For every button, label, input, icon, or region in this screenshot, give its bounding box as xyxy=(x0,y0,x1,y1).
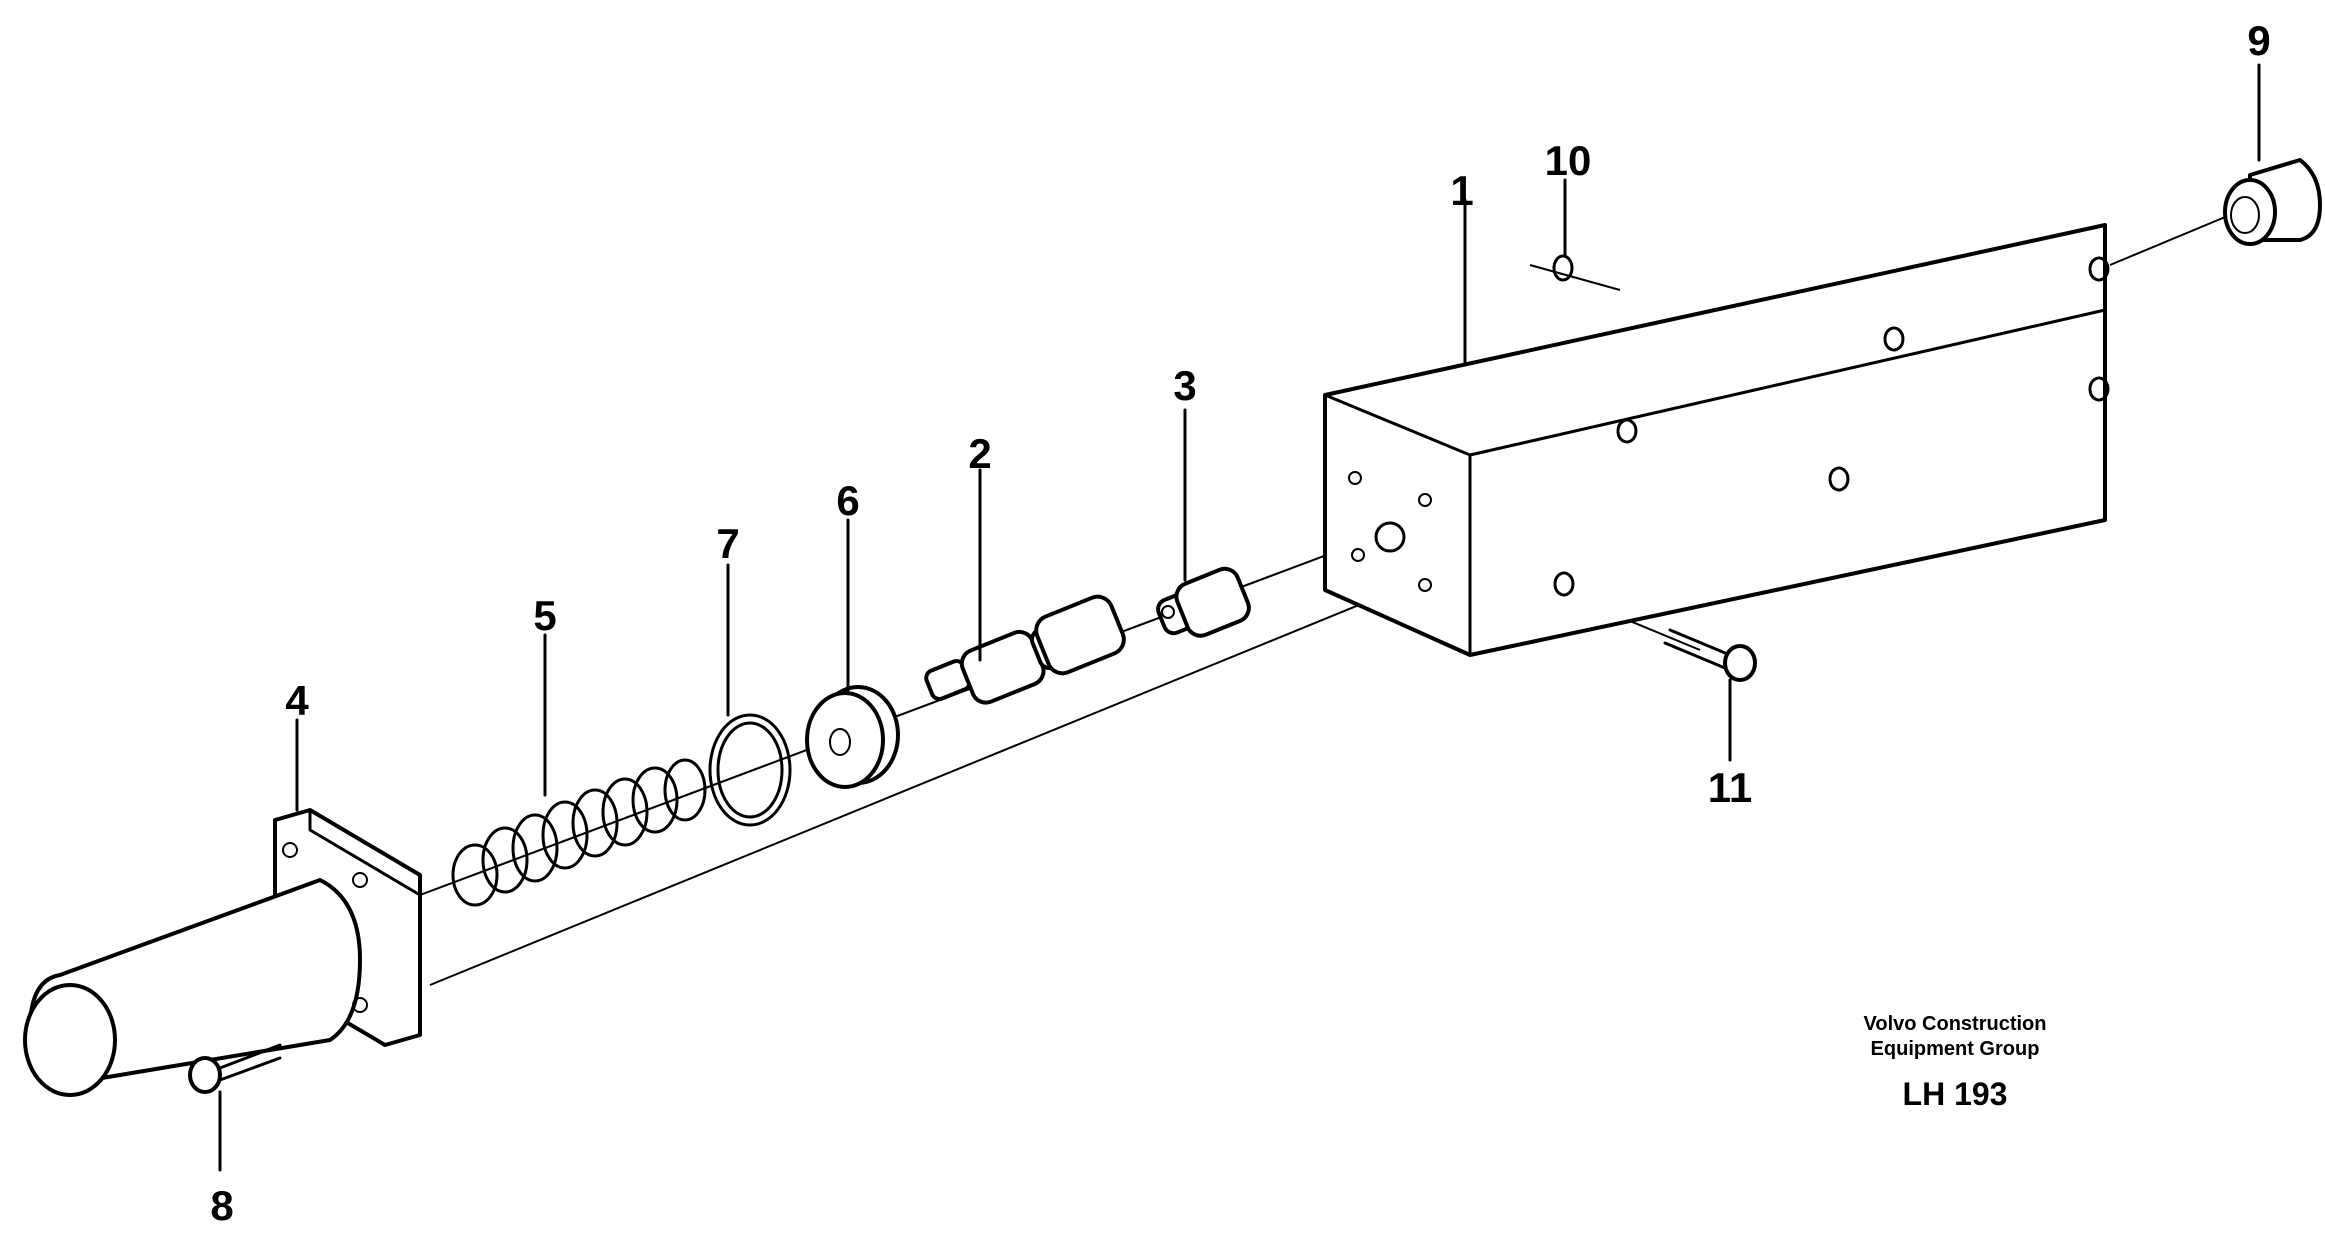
seal-ring xyxy=(1552,254,1574,282)
flange-screw xyxy=(188,1043,282,1094)
part-label-9: 9 xyxy=(2247,17,2270,64)
part-labels: 1 2 3 4 5 6 7 8 9 10 11 xyxy=(210,17,2270,1229)
disc-washer xyxy=(805,685,900,789)
housing-screw xyxy=(1663,628,1757,682)
part-label-1: 1 xyxy=(1450,167,1473,214)
part-label-10: 10 xyxy=(1545,137,1592,184)
part-label-2: 2 xyxy=(968,430,991,477)
spring xyxy=(451,758,707,907)
part-label-8: 8 xyxy=(210,1182,233,1229)
part-label-7: 7 xyxy=(716,520,739,567)
part-label-11: 11 xyxy=(1708,764,1752,811)
company-line-2: Equipment Group xyxy=(1871,1038,2040,1060)
part-label-6: 6 xyxy=(836,477,859,524)
valve-housing-block xyxy=(1323,223,2110,657)
spool xyxy=(924,594,1126,705)
part-label-4: 4 xyxy=(285,677,309,724)
plug xyxy=(2223,158,2322,246)
company-line-1: Volvo Construction xyxy=(1864,1013,2047,1035)
manufacturer-note: Volvo Construction Equipment Group LH 19… xyxy=(1864,1013,2047,1112)
leader-lines xyxy=(218,63,2261,1172)
flange-cylinder xyxy=(23,808,422,1097)
reference-code: LH 193 xyxy=(1903,1076,2008,1112)
part-label-5: 5 xyxy=(533,592,556,639)
poppet xyxy=(1156,566,1251,638)
o-ring xyxy=(708,713,792,827)
part-label-3: 3 xyxy=(1173,362,1196,409)
